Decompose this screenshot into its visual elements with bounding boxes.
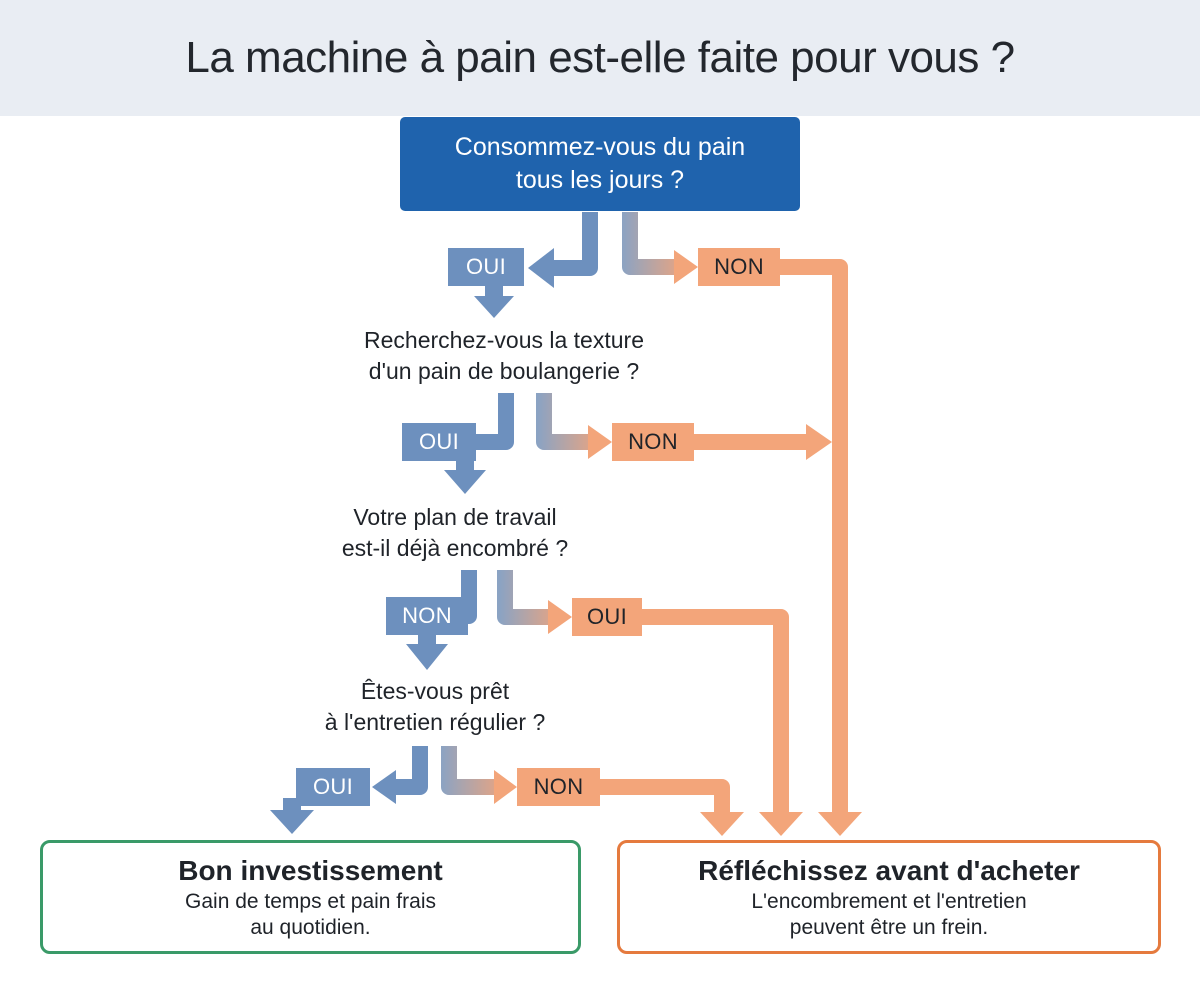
q2-yes-connector	[444, 393, 514, 494]
question-regular-maintenance-line1: Êtes-vous prêt	[360, 678, 510, 704]
result-good-investment: Bon investissement Gain de temps et pain…	[40, 840, 581, 954]
result-good-description: Gain de temps et pain frais au quotidien…	[185, 889, 436, 941]
q4-no-label: NON	[517, 768, 600, 806]
q4-no-connector	[441, 746, 744, 836]
result-warn-description: L'encombrement et l'entretien peuvent êt…	[751, 889, 1026, 941]
q1-yes-connector	[474, 212, 598, 318]
q4-yes-connector	[270, 746, 428, 834]
q2-no-label: NON	[612, 423, 694, 461]
question-bakery-texture: Recherchez-vous la texture d'un pain de …	[304, 325, 704, 387]
q3-yes-connector	[497, 570, 803, 836]
question-cluttered-counter: Votre plan de travail est-il déjà encomb…	[285, 502, 625, 564]
question-regular-maintenance-line2: à l'entretien régulier ?	[324, 709, 546, 735]
result-think-before-buying: Réfléchissez avant d'acheter L'encombrem…	[617, 840, 1161, 954]
page-title: La machine à pain est-elle faite pour vo…	[185, 33, 1015, 82]
q4-yes-label: OUI	[296, 768, 370, 806]
q1-yes-label: OUI	[448, 248, 524, 286]
q1-no-label: NON	[698, 248, 780, 286]
question-cluttered-counter-line2: est-il déjà encombré ?	[341, 535, 569, 561]
q2-no-connector	[536, 393, 832, 460]
header-band	[0, 0, 1200, 116]
question-regular-maintenance: Êtes-vous prêt à l'entretien régulier ?	[270, 676, 600, 738]
q3-yes-label: OUI	[572, 598, 642, 636]
result-good-title: Bon investissement	[178, 855, 443, 886]
question-daily-bread-line1: Consommez-vous du pain	[454, 133, 746, 161]
question-cluttered-counter-line1: Votre plan de travail	[353, 504, 557, 530]
result-warn-line2: peuvent être un frein.	[789, 916, 989, 939]
q1-no-connector	[622, 212, 862, 836]
question-bakery-texture-line2: d'un pain de boulangerie ?	[368, 358, 640, 384]
result-warn-title: Réfléchissez avant d'acheter	[698, 855, 1080, 886]
result-good-line2: au quotidien.	[250, 916, 371, 939]
q2-yes-label: OUI	[402, 423, 476, 461]
result-good-line1: Gain de temps et pain frais	[185, 890, 436, 913]
question-daily-bread: Consommez-vous du pain tous les jours ?	[400, 117, 800, 211]
q3-no-label: NON	[386, 597, 468, 635]
result-warn-line1: L'encombrement et l'entretien	[751, 890, 1027, 913]
question-bakery-texture-line1: Recherchez-vous la texture	[364, 327, 644, 353]
question-daily-bread-line2: tous les jours ?	[515, 166, 685, 194]
